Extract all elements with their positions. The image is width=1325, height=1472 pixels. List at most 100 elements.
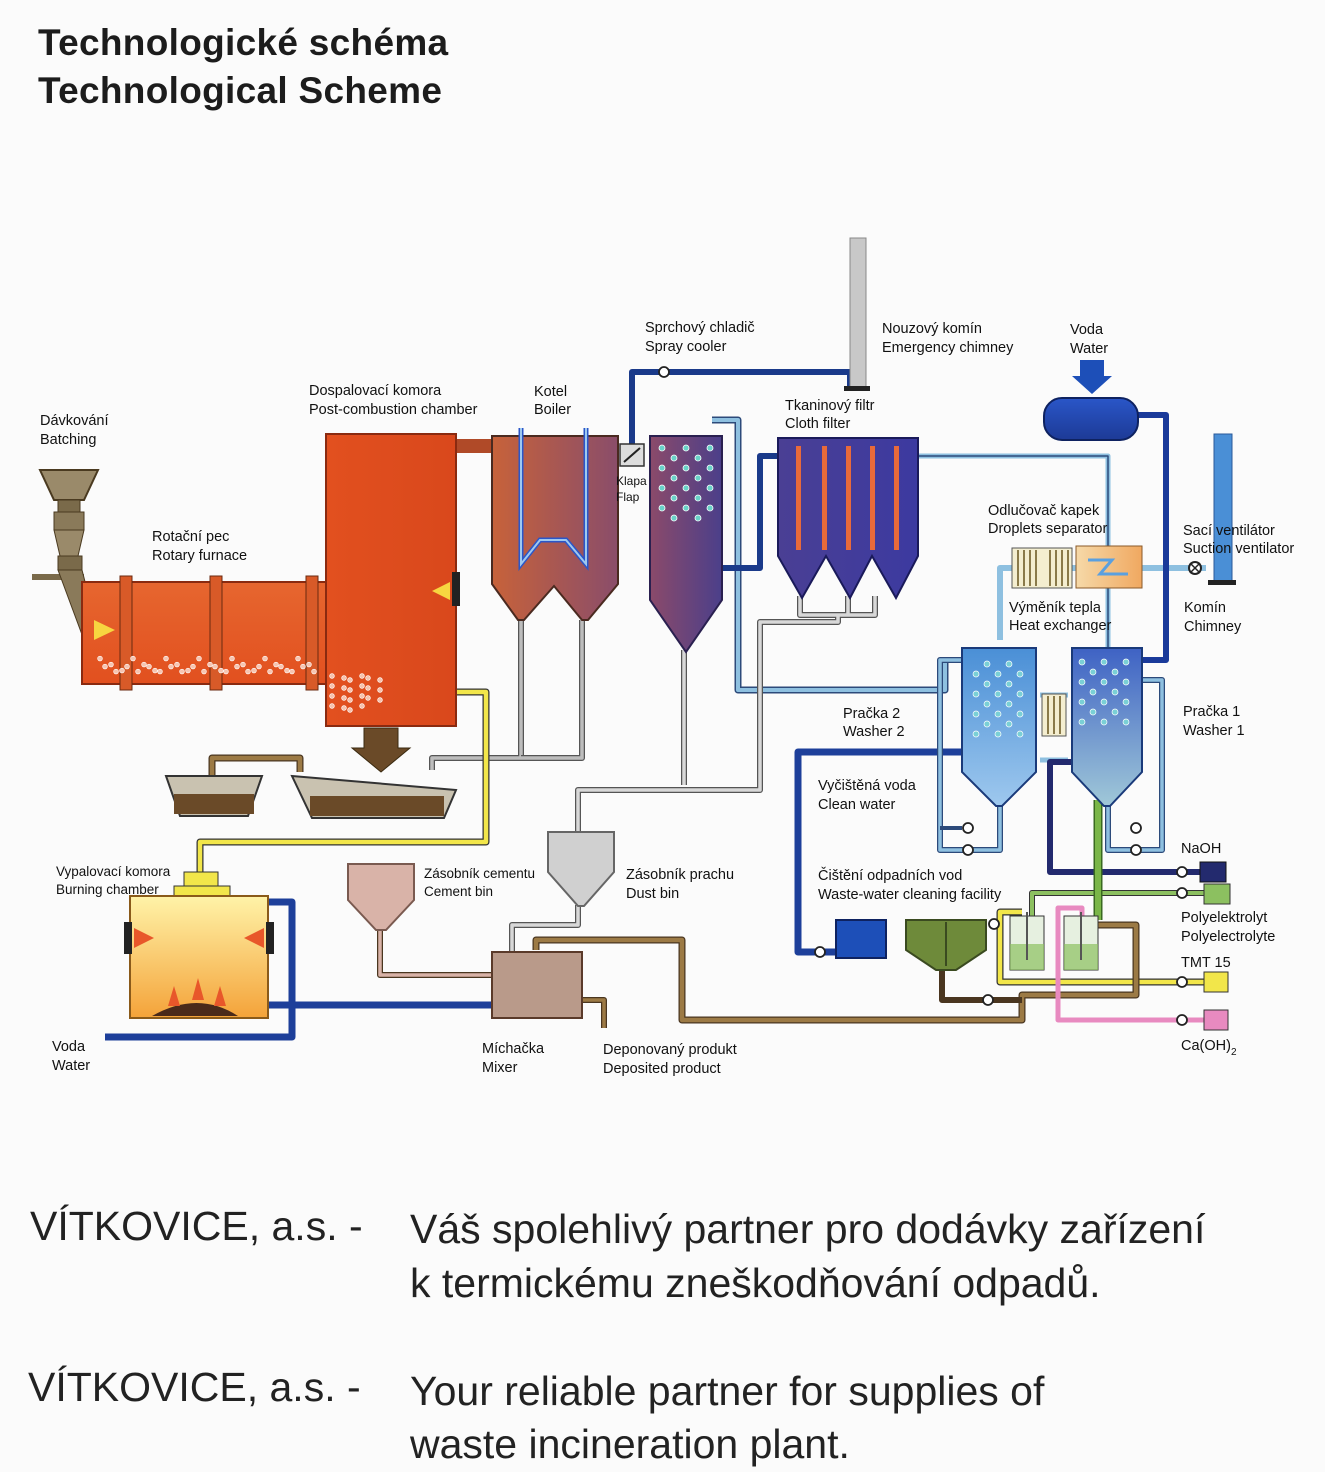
particle-dot: [278, 663, 284, 670]
label-deposited-en: Deposited product: [603, 1061, 721, 1077]
waste-water-cleaning-facility: [835, 912, 1099, 971]
particle-dot: [185, 667, 191, 674]
particle-dot: [365, 675, 371, 681]
particle-dot: [670, 454, 678, 462]
particle-dot: [306, 661, 312, 668]
particle-dot: [168, 663, 174, 670]
particle-dot: [1005, 660, 1013, 668]
particle-dot: [196, 655, 202, 662]
particle-dot: [1016, 670, 1024, 678]
particle-dot: [329, 703, 335, 709]
washer-1: [1071, 647, 1143, 807]
label-burning-chamber-cz: Vypalovací komora: [56, 864, 171, 879]
scheme-labels: Dávkování Batching Rotační pec Rotary fu…: [40, 320, 1294, 1077]
label-water-bottom-cz: Voda: [52, 1039, 86, 1055]
particle-dot: [1100, 698, 1108, 706]
label-cloth-filter-en: Cloth filter: [785, 416, 850, 432]
label-emergency-chimney-cz: Nouzový komín: [882, 321, 982, 337]
particle-dot: [329, 673, 335, 679]
emergency-chimney: [844, 237, 870, 391]
mixer: [491, 951, 583, 1019]
ash-collection-trays: [164, 774, 458, 819]
label-caoh: Ca(OH)2: [1181, 1038, 1237, 1058]
particle-dot: [1078, 718, 1086, 726]
label-boiler-cz: Kotel: [534, 384, 567, 400]
particle-dot: [694, 474, 702, 482]
particle-dot: [682, 504, 690, 512]
particle-dot: [1111, 708, 1119, 716]
particle-dot: [267, 668, 273, 675]
particle-dot: [329, 683, 335, 689]
particle-dot: [1122, 698, 1130, 706]
particle-dot: [240, 661, 246, 668]
water-arrow-icon: [1072, 360, 1112, 394]
boiler: [491, 428, 619, 621]
label-suction-ventilator-cz: Sací ventilátor: [1183, 523, 1275, 539]
label-mixer-cz: Míchačka: [482, 1041, 545, 1057]
yellow-pipes: [196, 688, 1226, 986]
label-washer2-en: Washer 2: [843, 724, 905, 740]
label-dust-bin-en: Dust bin: [626, 886, 679, 902]
particle-dot: [141, 661, 147, 668]
label-washer1-cz: Pračka 1: [1183, 704, 1240, 720]
particle-dot: [245, 668, 251, 675]
washer-separator-block: [1041, 693, 1067, 737]
label-dust-bin-cz: Zásobník prachu: [626, 867, 734, 883]
particle-dot: [670, 494, 678, 502]
ash-pipes: [429, 596, 878, 952]
label-polyelectrolyte-en: Polyelectrolyte: [1181, 929, 1275, 945]
particle-dot: [347, 677, 353, 683]
particle-dot: [1100, 678, 1108, 686]
label-water-top-en: Water: [1070, 341, 1108, 357]
particle-dot: [706, 464, 714, 472]
particle-dot: [365, 695, 371, 701]
slogan-en-line1: Your reliable partner for supplies of: [410, 1368, 1045, 1414]
particle-dot: [1078, 678, 1086, 686]
particle-dot: [1100, 718, 1108, 726]
slogan-en-line2: waste incineration plant.: [410, 1421, 850, 1467]
particle-dot: [207, 661, 213, 668]
particle-dot: [694, 494, 702, 502]
slogan-cz-brand: VÍTKOVICE, a.s. -: [30, 1203, 363, 1249]
particle-dot: [300, 663, 306, 670]
particle-dot: [377, 687, 383, 693]
particle-dot: [119, 667, 125, 674]
label-waste-water-en: Waste-water cleaning facility: [818, 887, 1002, 903]
particle-dot: [218, 667, 224, 674]
label-heat-exchanger-en: Heat exchanger: [1009, 618, 1112, 634]
label-emergency-chimney-en: Emergency chimney: [882, 340, 1014, 356]
label-cloth-filter-cz: Tkaninový filtr: [785, 398, 875, 414]
particle-dot: [694, 454, 702, 462]
particle-dot: [972, 730, 980, 738]
label-water-bottom-en: Water: [52, 1058, 90, 1074]
label-flap-en: Flap: [616, 490, 640, 504]
label-tmt: TMT 15: [1181, 955, 1231, 971]
particle-dot: [102, 663, 108, 670]
label-batching-cz: Dávkování: [40, 413, 109, 429]
label-chimney-en: Chimney: [1184, 619, 1242, 635]
particle-dot: [1005, 680, 1013, 688]
particle-dot: [341, 705, 347, 711]
label-spray-cooler-cz: Sprchový chladič: [645, 320, 755, 336]
flap-valve[interactable]: [619, 443, 645, 467]
particle-dot: [1016, 730, 1024, 738]
particle-dot: [262, 655, 268, 662]
heat-exchanger: [1075, 545, 1143, 589]
particle-dot: [972, 690, 980, 698]
slogan-cz-line2: k termickému zneškodňování odpadů.: [410, 1260, 1101, 1306]
particle-dot: [359, 693, 365, 699]
label-polyelectrolyte-cz: Polyelektrolyt: [1181, 910, 1267, 926]
particle-dot: [190, 663, 196, 670]
particle-dot: [365, 685, 371, 691]
suction-ventilator[interactable]: [1188, 561, 1202, 575]
particle-dot: [994, 710, 1002, 718]
particle-dot: [706, 444, 714, 452]
particle-dot: [146, 663, 152, 670]
particle-dot: [347, 697, 353, 703]
particle-dot: [994, 690, 1002, 698]
title-english: Technological Scheme: [38, 70, 443, 111]
particle-dot: [229, 655, 235, 662]
label-spray-cooler-en: Spray cooler: [645, 339, 727, 355]
particle-dot: [983, 680, 991, 688]
label-flap-cz: Klapa: [616, 474, 647, 488]
